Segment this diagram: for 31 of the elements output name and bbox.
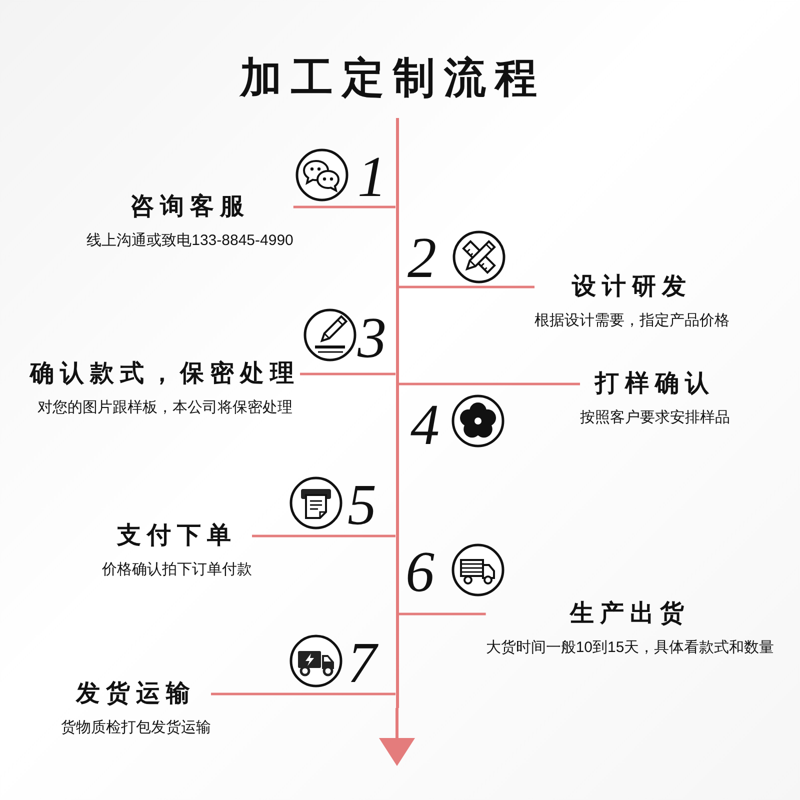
timeline-bar: [396, 118, 398, 708]
step-title: 确认款式，保密处理: [30, 359, 300, 389]
step-number: 3: [358, 315, 386, 361]
step-title: 支付下单: [117, 521, 237, 551]
diagram-title: 加工定制流程: [240, 53, 546, 103]
branch-line: [300, 372, 396, 376]
step-description: 价格确认拍下订单付款: [102, 561, 252, 579]
step-number: 2: [408, 235, 436, 281]
branch-line: [398, 382, 580, 386]
arrow: [379, 708, 415, 766]
branch-line: [398, 612, 486, 616]
step-description: 对您的图片跟样板，本公司将保密处理: [38, 399, 292, 417]
step-title: 咨询客服: [130, 192, 250, 222]
step-title: 设计研发: [572, 272, 692, 302]
step-number: 4: [410, 402, 440, 448]
step-description: 大货时间一般10到15天，具体看款式和数量: [486, 639, 774, 657]
branch-line: [398, 286, 534, 288]
step-description: 按照客户要求安排样品: [580, 409, 730, 427]
step-number: 1: [358, 154, 386, 200]
step-number: 6: [406, 549, 434, 595]
step-description: 线上沟通或致电133-8845-4990: [86, 232, 294, 250]
step-description: 货物质检打包发货运输: [61, 719, 211, 737]
branch-line: [211, 692, 396, 696]
step-title: 生产出货: [570, 599, 690, 629]
branch-line: [252, 534, 396, 538]
step-number: 5: [348, 482, 376, 528]
step-title: 发货运输: [76, 679, 196, 709]
step-title: 打样确认: [595, 369, 715, 399]
step-description: 根据设计需要，指定产品价格: [534, 312, 730, 330]
branch-line: [293, 206, 396, 208]
step-number: 7: [348, 640, 376, 686]
